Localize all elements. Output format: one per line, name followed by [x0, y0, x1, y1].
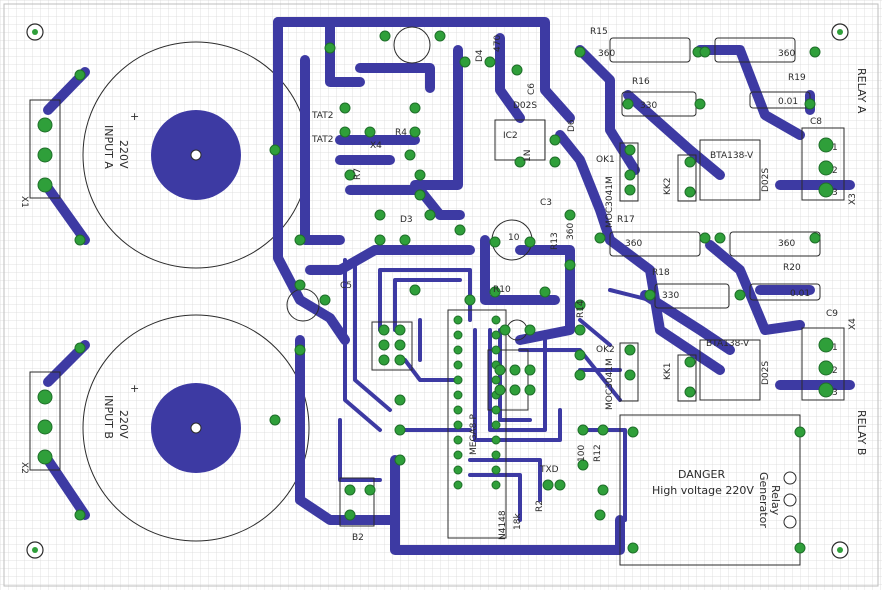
label-danger: DANGER	[678, 468, 726, 481]
label-360-small: 360	[566, 223, 576, 240]
board-outline	[3, 3, 879, 587]
label-bta-a: BTA138-V	[710, 151, 754, 161]
label-c9-value: 0.01	[790, 289, 810, 299]
label-x4: X4	[848, 318, 858, 330]
label-c8-value: 0.01	[778, 97, 798, 107]
label-input-a: INPUT A	[102, 125, 115, 169]
label-ok1: OK1	[596, 155, 615, 165]
label-relay: Relay	[769, 485, 782, 516]
label-relay-b: RELAY B	[855, 410, 868, 455]
label-r18: R18	[652, 268, 670, 278]
label-d6: D6	[567, 119, 577, 132]
label-x4-pin2: 2	[832, 366, 838, 376]
label-generator: Generator	[757, 472, 770, 528]
label-d4: D4	[475, 49, 485, 62]
label-tat-b: TAT2	[311, 135, 333, 145]
label-r17: R17	[617, 215, 635, 225]
label-high-voltage: High voltage 220V	[652, 484, 754, 497]
label-r14: R14	[576, 300, 586, 318]
label-470: 470	[493, 35, 503, 52]
label-d02s-b: D02S	[761, 361, 771, 385]
label-input-a-plus: +	[130, 110, 139, 123]
label-r19-value: 360	[778, 49, 795, 59]
label-txd: TXD	[539, 465, 559, 475]
label-r18-value: 330	[662, 291, 679, 301]
label-kk2: KK2	[663, 177, 673, 195]
label-c5: C5	[340, 281, 352, 291]
label-c8: C8	[810, 117, 822, 127]
label-r15: R15	[590, 27, 608, 37]
label-x3-pin3: 3	[832, 188, 838, 198]
label-x3-pin2: 2	[832, 166, 838, 176]
label-1n: 1N	[523, 150, 533, 162]
label-c6: C6	[527, 83, 537, 95]
label-r7: R7	[353, 168, 363, 180]
label-x1: X1	[19, 196, 29, 208]
label-mcu: MEGA8-P	[469, 413, 479, 455]
label-relay-a: RELAY A	[855, 68, 868, 114]
label-d02s-a: D02S	[761, 168, 771, 192]
transformer-b	[82, 314, 310, 542]
label-10: 10	[508, 233, 520, 243]
label-input-a-voltage: 220V	[117, 140, 130, 169]
label-input-b: INPUT B	[102, 395, 115, 439]
label-x3-pin1: 1	[832, 143, 838, 153]
label-ic2: IC2	[503, 131, 518, 141]
label-d3: D3	[400, 215, 413, 225]
label-x2: X2	[19, 462, 29, 474]
label-r4: R4	[395, 128, 407, 138]
label-r17-value: 360	[625, 239, 642, 249]
label-x4-pin3: 3	[832, 388, 838, 398]
label-r16: R16	[632, 77, 650, 87]
label-tat-a: TAT2	[311, 111, 333, 121]
mounting-holes	[26, 23, 849, 559]
label-x3: X3	[848, 193, 858, 205]
silkscreen-labels: X1 X2 X3 X4 INPUT A 220V + INPUT B 220V …	[19, 27, 868, 543]
label-d02s-c: D02S	[513, 101, 537, 111]
label-100: 100	[577, 445, 587, 462]
label-x4-pin1: 1	[832, 343, 838, 353]
label-input-b-plus: +	[130, 382, 139, 395]
label-ok1-part: MOC3041M	[605, 176, 615, 228]
label-c9: C9	[826, 309, 838, 319]
label-x4-small: X4	[370, 141, 382, 151]
label-r2: R2	[535, 500, 545, 512]
label-input-b-voltage: 220V	[117, 410, 130, 439]
label-r10: R10	[493, 285, 511, 295]
label-c3: C3	[540, 198, 552, 208]
label-r13: R13	[550, 232, 560, 250]
pads	[37, 30, 834, 554]
label-r16-value: 330	[640, 101, 657, 111]
label-n4148: N4148	[498, 510, 508, 540]
label-r12: R12	[593, 444, 603, 462]
label-r20: R20	[783, 263, 801, 273]
label-18k: 18k	[513, 513, 523, 530]
label-r19: R19	[788, 73, 806, 83]
label-ok2-part: MOC3041M	[605, 358, 615, 410]
label-ok2: OK2	[596, 345, 615, 355]
label-kk1: KK1	[663, 362, 673, 380]
label-r20-value: 360	[778, 239, 795, 249]
label-r15-value: 360	[598, 49, 615, 59]
label-bta-b: BTA138-V	[706, 339, 750, 349]
label-b2: B2	[352, 533, 364, 543]
